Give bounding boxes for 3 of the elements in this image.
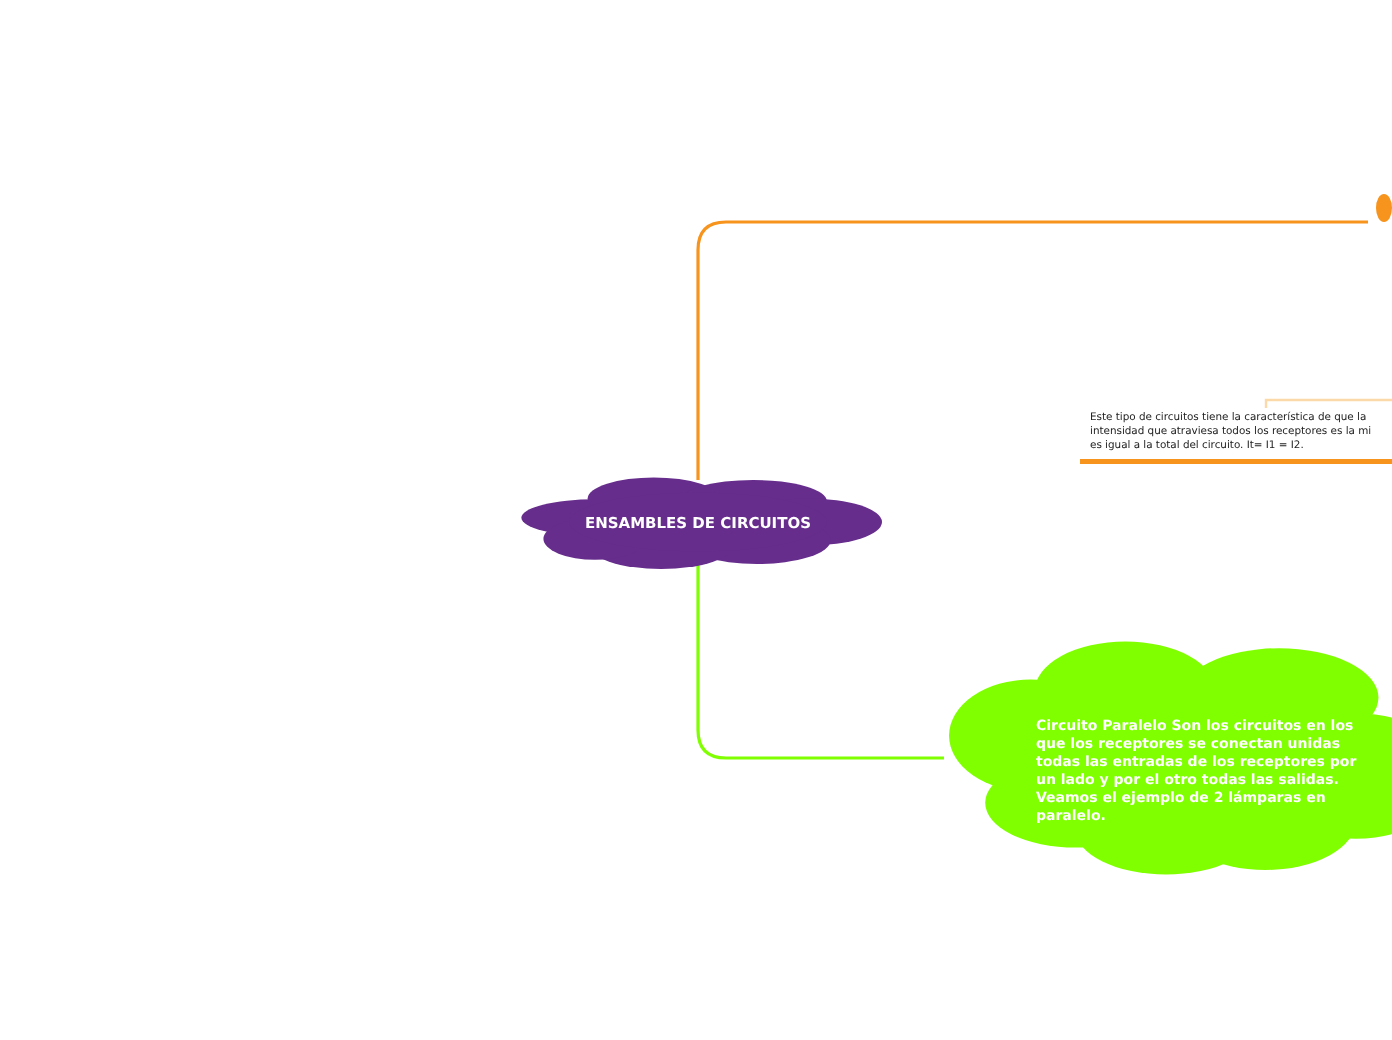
connector-line — [696, 564, 944, 760]
connector-line — [696, 220, 1368, 480]
connector-line — [1264, 398, 1392, 408]
